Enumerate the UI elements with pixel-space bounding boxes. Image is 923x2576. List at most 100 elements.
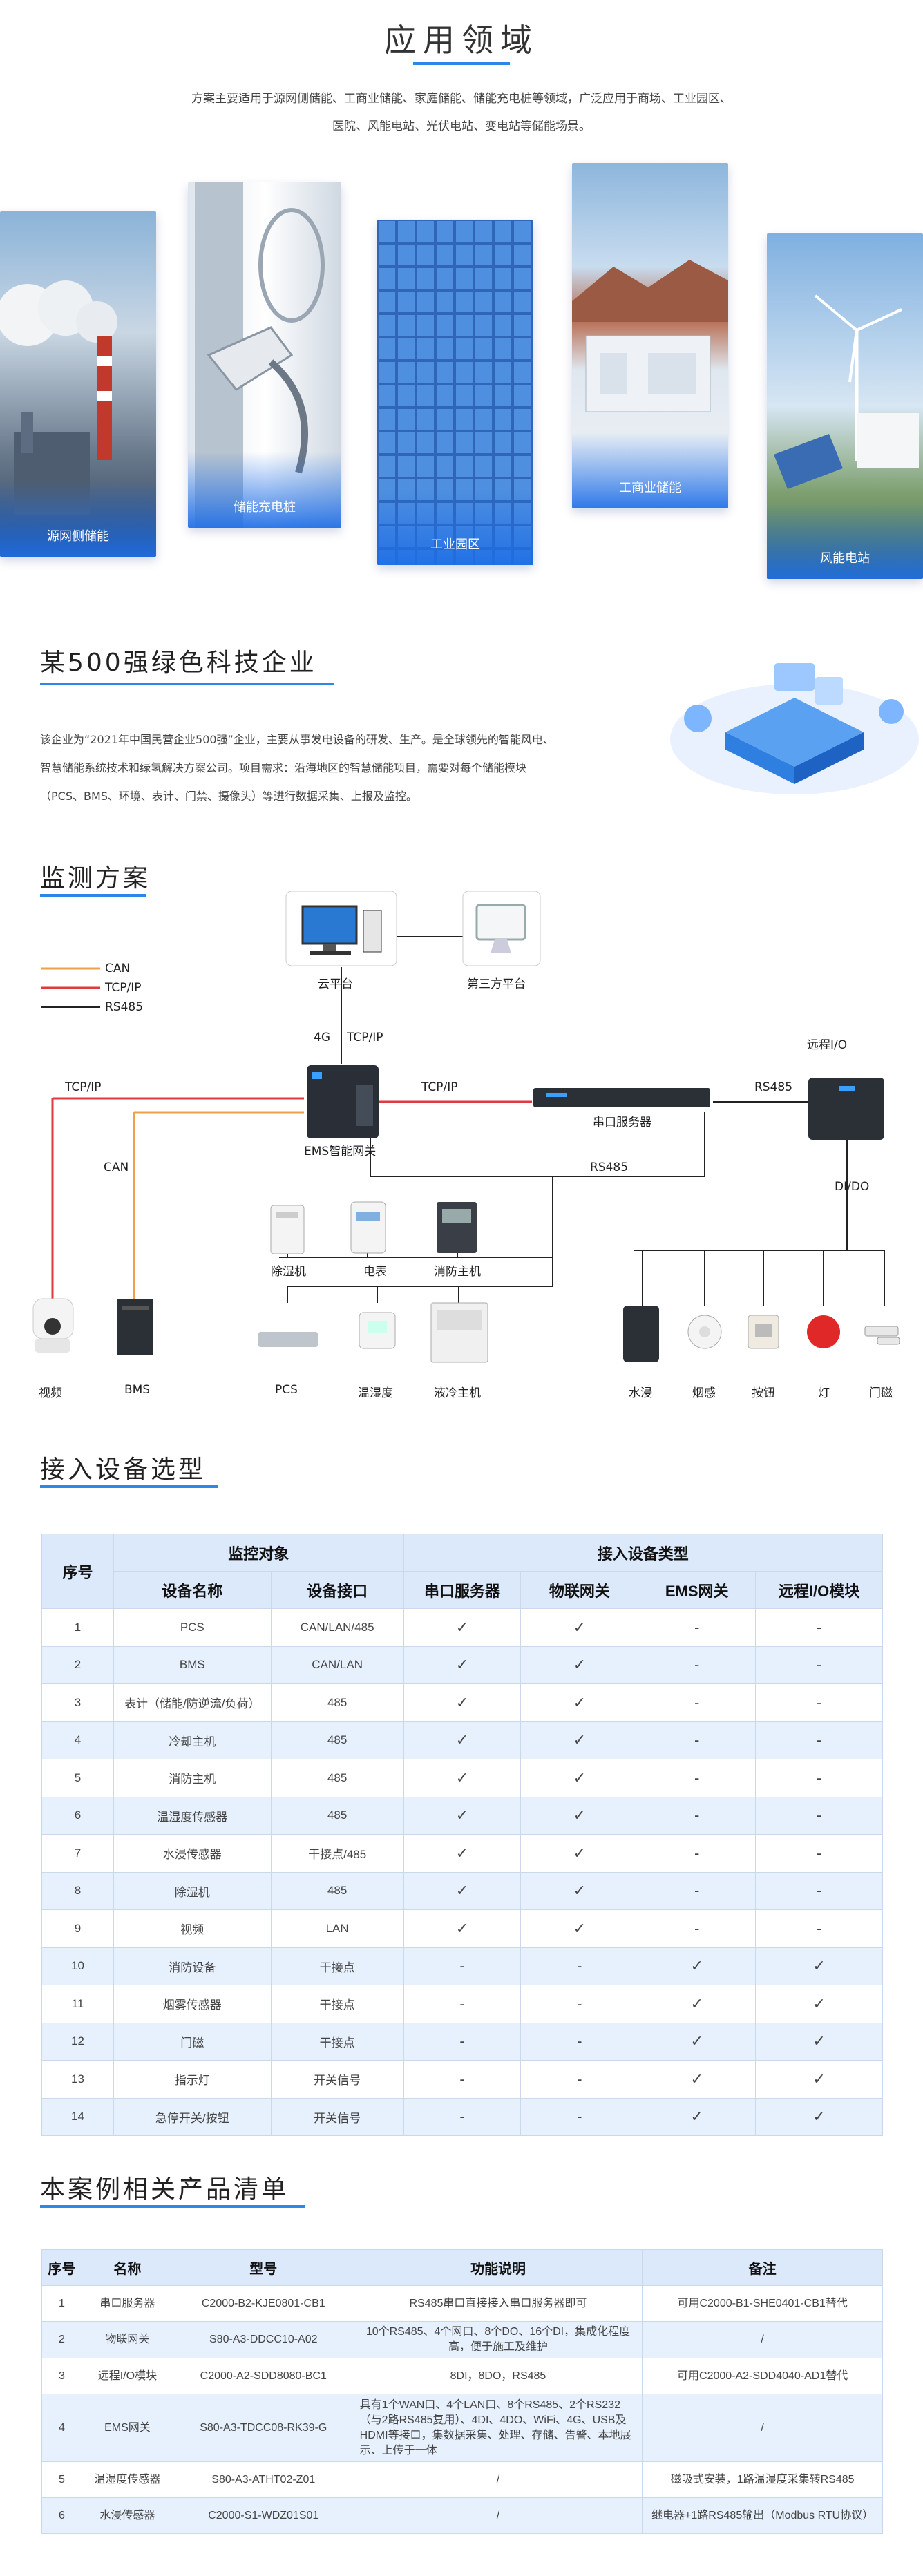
- card-industrial-park: 工业园区: [377, 220, 533, 565]
- title-underline: [40, 894, 146, 897]
- cell-remote-io: ✓: [755, 2022, 883, 2061]
- cell-device-name: 温湿度传感器: [113, 1796, 272, 1835]
- cell-device-name: 视频: [113, 1909, 272, 1948]
- label-water: 水浸: [629, 1386, 652, 1400]
- cell-interface: LAN: [270, 1909, 404, 1948]
- cell-ems-gateway: -: [638, 1871, 757, 1910]
- cell-serial-server: ✓: [403, 1796, 522, 1835]
- enterprise-line-1: 该企业为“2021年中国民营企业500强”企业，主要从事发电设备的研发、生产。是…: [40, 733, 554, 746]
- cell-iot-gateway: -: [520, 1947, 639, 1985]
- cell-serial-server: -: [403, 2022, 522, 2061]
- cell-remote-io: -: [755, 1645, 883, 1684]
- cell-ems-gateway: ✓: [638, 1985, 757, 2023]
- third-party-monitor-icon: [462, 891, 541, 966]
- card-caption: 储能充电桩: [234, 500, 296, 515]
- cell-iot-gateway: ✓: [520, 1871, 639, 1910]
- cell-ems-gateway: -: [638, 1796, 757, 1835]
- cell-interface: 485: [270, 1796, 404, 1835]
- cell-remote-io: -: [755, 1608, 883, 1647]
- network-diagram: [32, 891, 900, 1363]
- cell-seq: 10: [41, 1947, 114, 1985]
- device-selection-table: 序号 监控对象 接入设备类型 设备名称 设备接口 串口服务器 物联网关 EMS网…: [41, 1534, 884, 2136]
- cell-seq: 2: [41, 2321, 82, 2358]
- label-tcpip-up: TCP/IP: [347, 1031, 383, 1044]
- th-seq: 序号: [41, 1534, 114, 1609]
- cell-device-name: BMS: [113, 1645, 272, 1684]
- label-lamp: 灯: [818, 1386, 830, 1400]
- cell-interface: CAN/LAN/485: [270, 1608, 404, 1647]
- cell-name: 温湿度传感器: [81, 2461, 173, 2498]
- title-underline: [40, 683, 334, 685]
- cell-model: S80-A3-TDCC08-RK39-G: [172, 2394, 354, 2462]
- cell-serial-server: ✓: [403, 1871, 522, 1910]
- label-gateway: EMS智能网关: [304, 1145, 377, 1158]
- card-grid-side-storage: 源网侧储能: [0, 211, 156, 557]
- cell-iot-gateway: ✓: [520, 1796, 639, 1835]
- cell-interface: 485: [270, 1721, 404, 1759]
- cell-iot-gateway: ✓: [520, 1721, 639, 1759]
- label-fire-host: 消防主机: [434, 1265, 481, 1279]
- cell-iot-gateway: ✓: [520, 1608, 639, 1647]
- cell-remark: 继电器+1路RS485输出（Modbus RTU协议）: [642, 2497, 883, 2534]
- cell-device-name: 消防主机: [113, 1759, 272, 1797]
- cell-remark: /: [642, 2394, 883, 2462]
- cell-model: S80-A3-DDCC10-A02: [172, 2321, 354, 2358]
- label-rs485-mid: RS485: [590, 1161, 629, 1174]
- cell-remote-io: ✓: [755, 2060, 883, 2099]
- cell-remark: 可用C2000-B1-SHE0401-CB1替代: [642, 2285, 883, 2322]
- cell-seq: 13: [41, 2060, 114, 2099]
- door-sensor-icon: [864, 1326, 900, 1345]
- cell-serial-server: ✓: [403, 1608, 522, 1647]
- cell-function: 10个RS485、4个网口、8个DO、16个DI，集成化程度高，便于施工及维护: [353, 2321, 643, 2358]
- enterprise-line-2: 智慧储能系统技术和绿氢解决方案公司。项目需求：沿海地区的智慧储能项目，需要对每个…: [40, 761, 527, 774]
- cell-interface: CAN/LAN: [270, 1645, 404, 1684]
- cell-seq: 4: [41, 1721, 114, 1759]
- cell-interface: 干接点: [270, 1947, 404, 1985]
- cell-ems-gateway: -: [638, 1909, 757, 1948]
- cell-ems-gateway: ✓: [638, 2060, 757, 2099]
- label-cooler: 液冷主机: [434, 1386, 481, 1400]
- cell-serial-server: -: [403, 1985, 522, 2023]
- cell-serial-server: ✓: [403, 1645, 522, 1684]
- cell-interface: 开关信号: [270, 2097, 404, 2136]
- cell-iot-gateway: ✓: [520, 1909, 639, 1948]
- cell-device-name: 消防设备: [113, 1947, 272, 1985]
- cell-serial-server: -: [403, 2097, 522, 2136]
- cell-remote-io: -: [755, 1721, 883, 1759]
- cell-seq: 6: [41, 2497, 82, 2534]
- cell-remote-io: -: [755, 1909, 883, 1948]
- cell-iot-gateway: ✓: [520, 1645, 639, 1684]
- cell-model: S80-A3-ATHT02-Z01: [172, 2461, 354, 2498]
- serial-server-icon: [533, 1088, 710, 1107]
- label-door: 门磁: [869, 1386, 893, 1400]
- cell-remote-io: -: [755, 1683, 883, 1722]
- fire-host-icon: [437, 1202, 477, 1253]
- cell-ems-gateway: ✓: [638, 1947, 757, 1985]
- th-seq: 序号: [41, 2249, 82, 2286]
- remote-io-icon: [808, 1078, 884, 1140]
- button-icon: [748, 1315, 779, 1349]
- cell-seq: 3: [41, 2358, 82, 2394]
- cell-interface: 干接点: [270, 2022, 404, 2061]
- cell-model: C2000-S1-WDZ01S01: [172, 2497, 354, 2534]
- cell-serial-server: ✓: [403, 1721, 522, 1759]
- cell-function: RS485串口直接接入串口服务器即可: [353, 2285, 643, 2322]
- meter-icon: [350, 1201, 386, 1254]
- cell-seq: 7: [41, 1834, 114, 1873]
- th-interface: 设备接口: [270, 1571, 404, 1609]
- cell-device-name: 水浸传感器: [113, 1834, 272, 1873]
- cell-interface: 485: [270, 1871, 404, 1910]
- temp-humidity-icon: [359, 1312, 396, 1349]
- cell-device-name: 烟雾传感器: [113, 1985, 272, 2023]
- cell-iot-gateway: -: [520, 1985, 639, 2023]
- title-underline: [40, 2205, 305, 2208]
